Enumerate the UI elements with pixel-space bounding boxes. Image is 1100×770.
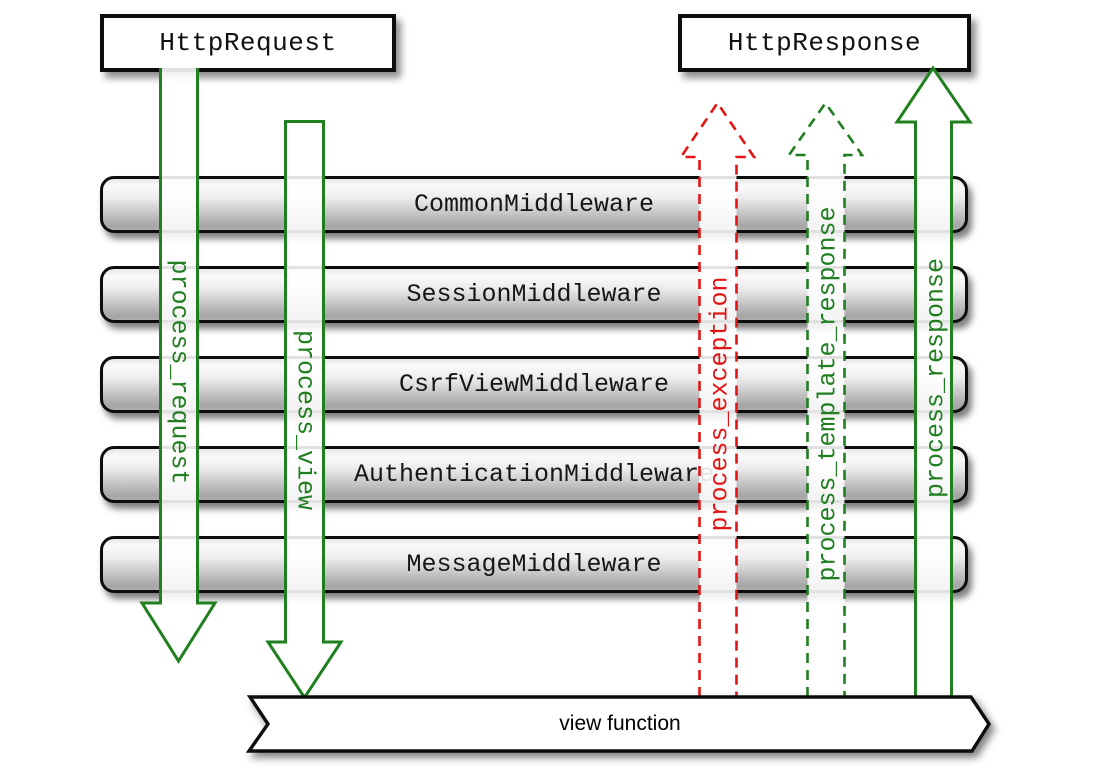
middleware-label: CommonMiddleware <box>413 190 655 219</box>
http-request-box: HttpRequest <box>100 14 396 72</box>
http-request-label: HttpRequest <box>159 28 337 58</box>
process-template-response-label: process_template_response <box>813 206 843 582</box>
middleware-label: AuthenticationMiddleware <box>353 460 715 489</box>
http-response-label: HttpResponse <box>727 28 922 58</box>
process-request-label: process_request <box>164 259 194 485</box>
middleware-label: CsrfViewMiddleware <box>398 370 670 399</box>
process-exception-label: process_exception <box>705 276 735 532</box>
process-view-label: process_view <box>290 329 320 511</box>
middleware-label: MessageMiddleware <box>406 550 662 579</box>
process-response-label: process_response <box>921 257 951 499</box>
middleware-label: SessionMiddleware <box>406 280 662 309</box>
http-response-box: HttpResponse <box>678 14 971 72</box>
view-function-label: view function <box>559 712 681 735</box>
